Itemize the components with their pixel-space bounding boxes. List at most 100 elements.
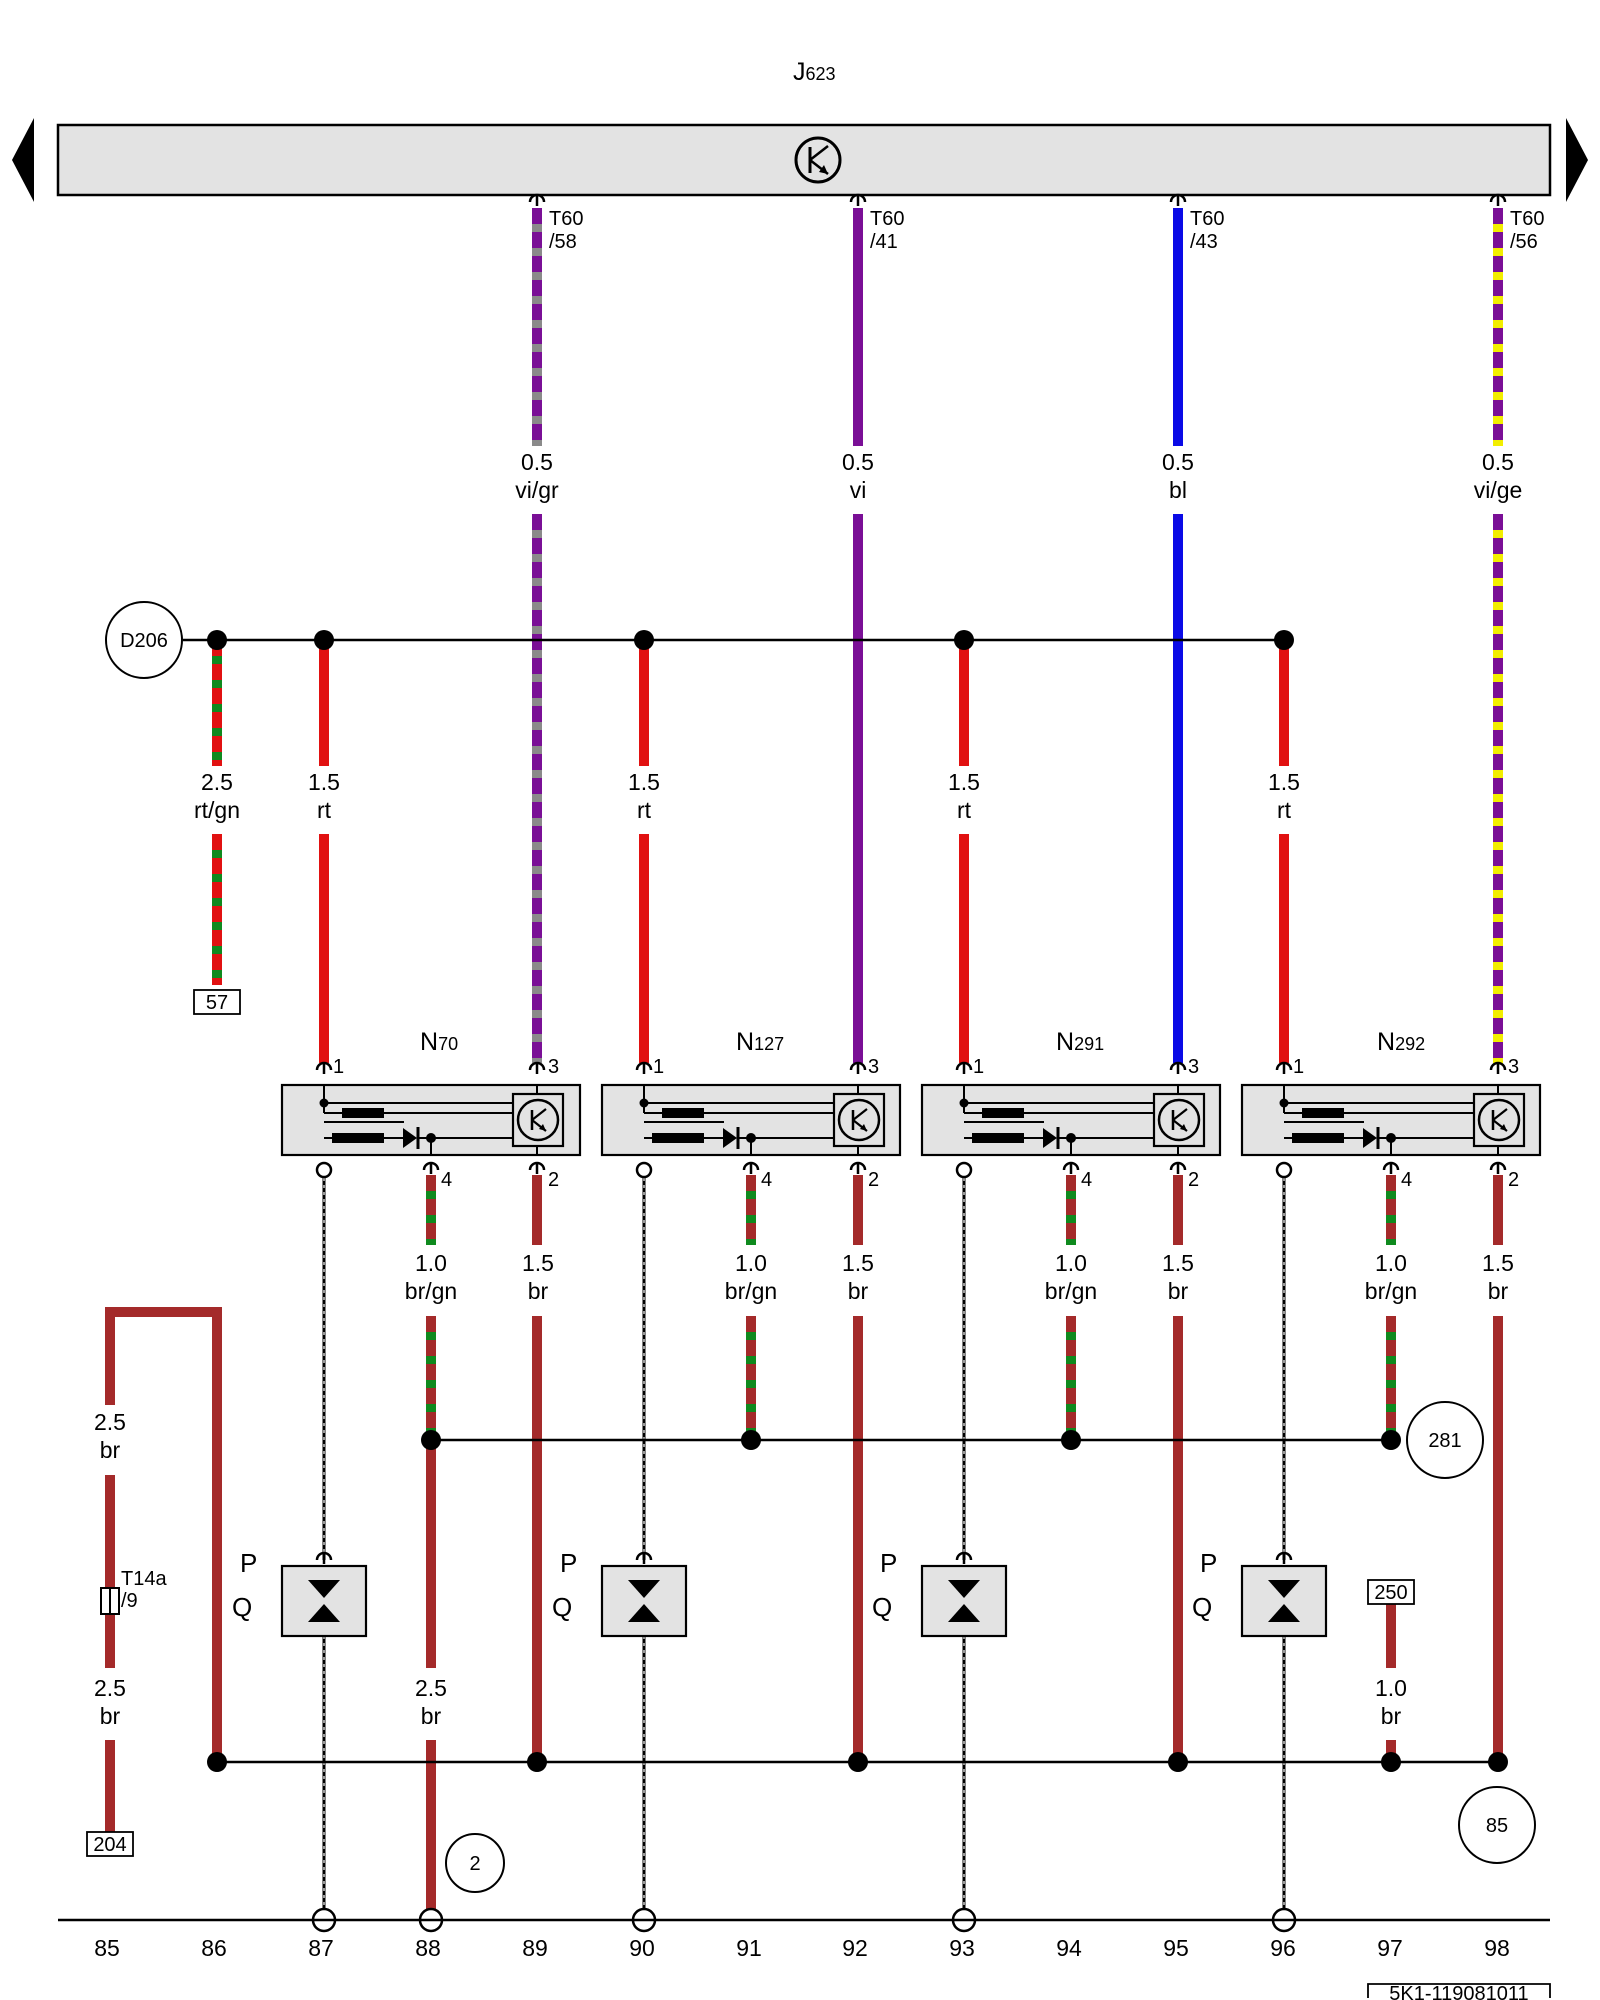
wire-label-color: br: [421, 1703, 442, 1729]
junction-dot: [1274, 630, 1294, 650]
feed-wire-labels: 2.5 rt/gn 1.5 rt 1.5 rt 1.5 rt 1.5 rt: [194, 769, 1300, 823]
output-stage-box: [1152, 1092, 1206, 1148]
spark-gap-upper-arrow: [1268, 1580, 1300, 1598]
wire-label-color: rt/gn: [194, 797, 240, 823]
pin-number: 2: [1188, 1169, 1199, 1191]
svg-text:/9: /9: [121, 1590, 138, 1612]
spark-gap-upper-arrow: [628, 1580, 660, 1598]
control-unit-box: [56, 123, 1552, 197]
ground-point-281[interactable]: 281: [1406, 1401, 1484, 1479]
transistor-circle: [1157, 1098, 1201, 1142]
junction-dot: [421, 1430, 441, 1450]
control-unit-connectors: T60 /58 T60 /41 T60 /43 T60 /56: [549, 208, 1544, 253]
pin-number: 4: [441, 1169, 452, 1191]
ignition-coil-n70: [280, 1083, 582, 1157]
spark-gap-box: [920, 1564, 1008, 1638]
column-number: 98: [1484, 1935, 1510, 1961]
ref-box-250[interactable]: 250: [1367, 1579, 1415, 1605]
pin-number: 4: [761, 1169, 772, 1191]
coil-winding: [1302, 1108, 1344, 1118]
wire-label-color: br: [1381, 1703, 1402, 1729]
label-p: P: [1200, 1548, 1217, 1578]
wire-segment: [105, 1307, 222, 1762]
wire-label-size: 1.5: [1162, 1250, 1194, 1276]
column-number: 90: [629, 1935, 655, 1961]
label-q: Q: [232, 1592, 252, 1622]
wire-label-color: br/gn: [1365, 1278, 1417, 1304]
wire-label-color: vi: [850, 477, 867, 503]
junction-dot: [634, 630, 654, 650]
output-stage-box: [1472, 1092, 1526, 1148]
spark-gap-lower-arrow: [1268, 1604, 1300, 1622]
pin-number: 3: [548, 1056, 559, 1078]
column-number: 91: [736, 1935, 762, 1961]
wire-label-color: bl: [1169, 477, 1187, 503]
wire-label-color: rt: [317, 797, 332, 823]
svg-text:/43: /43: [1190, 231, 1218, 253]
coil-winding: [342, 1108, 384, 1118]
coil-diode: [403, 1128, 417, 1148]
ground-point-2[interactable]: 2: [445, 1833, 505, 1893]
wire-label-size: 0.5: [1162, 449, 1194, 475]
control-unit-label: J623: [793, 58, 836, 86]
lower-wire-labels: 1.0 br/gn 1.5 br 1.0 br/gn 1.5 br 1.0 br…: [94, 1250, 1514, 1729]
wire-label-color: vi/ge: [1474, 477, 1523, 503]
wire-label-size: 1.5: [522, 1250, 554, 1276]
transistor-collector: [852, 1108, 868, 1121]
wire-label-size: 1.5: [628, 769, 660, 795]
wire-label-size: 1.0: [1375, 1250, 1407, 1276]
wire-label-size: 0.5: [842, 449, 874, 475]
continue-right-arrow[interactable]: [1566, 118, 1588, 202]
pin-number: 1: [333, 1056, 344, 1078]
wire-label-color: vi/gr: [515, 477, 559, 503]
ignition-coil-n291: [920, 1083, 1222, 1157]
wires-layer: [105, 208, 1503, 1920]
wire-label-color: br: [1488, 1278, 1509, 1304]
ground-point-d206[interactable]: D206: [105, 601, 183, 679]
junction-dot: [1168, 1752, 1188, 1772]
svg-text:/41: /41: [870, 231, 898, 253]
junction-dot: [207, 1752, 227, 1772]
wire-label-color: br: [100, 1703, 121, 1729]
ref-box-204[interactable]: 204: [86, 1831, 134, 1857]
spark-gap-labels: P Q P Q P Q P Q: [232, 1548, 1217, 1622]
column-number: 86: [201, 1935, 227, 1961]
coil-diode: [723, 1128, 737, 1148]
svg-text:T60: T60: [1190, 208, 1224, 230]
wire-label-size: 1.5: [1482, 1250, 1514, 1276]
column-number: 96: [1270, 1935, 1296, 1961]
label-q: Q: [872, 1592, 892, 1622]
spark-gap-box: [280, 1564, 368, 1638]
wire-label-color: br/gn: [1045, 1278, 1097, 1304]
column-number: 92: [842, 1935, 868, 1961]
coil-node: [1279, 1098, 1289, 1108]
wire-label-size: 2.5: [201, 769, 233, 795]
ref-box-57[interactable]: 57: [193, 989, 241, 1015]
ground-point-85[interactable]: 85: [1458, 1786, 1536, 1864]
pin-number: 3: [1508, 1056, 1519, 1078]
coil-pin-numbers: 1 3 4 2 1 3 4 2 1 3 4 2 1 3 4 2: [333, 1056, 1519, 1191]
pin-number: 2: [1508, 1169, 1519, 1191]
transistor-arrow: [1500, 1124, 1507, 1131]
transistor-arrow: [539, 1124, 546, 1131]
coil-diode: [1363, 1128, 1377, 1148]
junction-dot: [527, 1752, 547, 1772]
spark-gap-4: [1240, 1564, 1328, 1638]
spark-gap-upper-arrow: [948, 1580, 980, 1598]
wire-label-color: br: [1168, 1278, 1189, 1304]
wire-label-size: 0.5: [521, 449, 553, 475]
svg-text:204: 204: [93, 1834, 126, 1856]
junction-dot: [741, 1430, 761, 1450]
wire-label-size: 1.0: [1375, 1675, 1407, 1701]
output-stage-box: [832, 1092, 886, 1148]
coil-label-n127: N127: [736, 1028, 784, 1056]
svg-text:D206: D206: [120, 630, 168, 652]
pin-number: 4: [1081, 1169, 1092, 1191]
wire-label-color: rt: [637, 797, 652, 823]
transistor-arrow: [1180, 1124, 1187, 1131]
continue-left-arrow[interactable]: [12, 118, 34, 202]
transistor-arrow: [860, 1124, 867, 1131]
column-number: 93: [949, 1935, 975, 1961]
svg-text:T60: T60: [870, 208, 904, 230]
